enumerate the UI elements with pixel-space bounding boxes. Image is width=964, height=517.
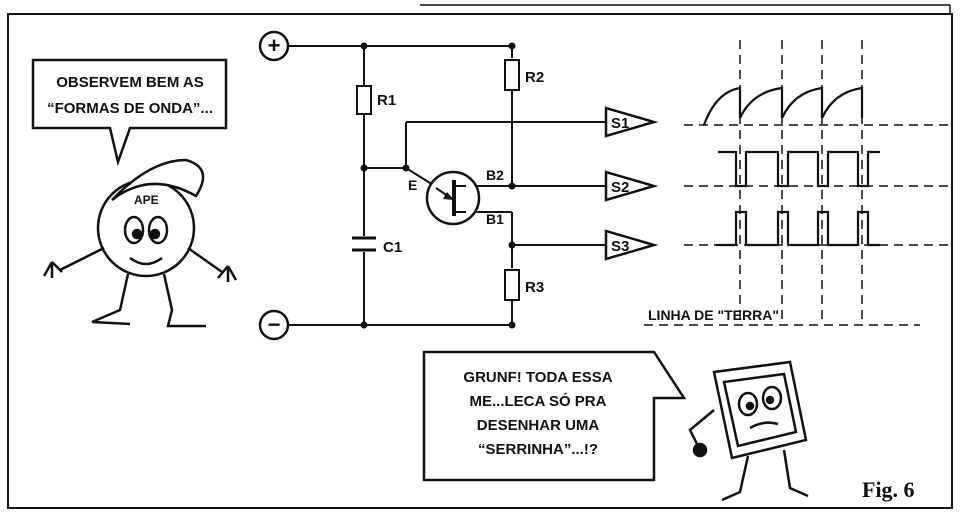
- ground-line-label: LINHA DE "TERRA": [648, 307, 779, 323]
- svg-text:−: −: [268, 312, 281, 337]
- waveform-s3-pulses: [716, 210, 880, 247]
- svg-text:R1: R1: [377, 92, 396, 109]
- svg-text:+: +: [268, 33, 281, 58]
- svg-text:B1: B1: [486, 211, 504, 227]
- mascot-cartoon-right: [688, 360, 809, 502]
- resistor-r3: R3: [504, 269, 544, 301]
- waveform-s2-pulses: [718, 150, 880, 188]
- timing-lines: [739, 40, 863, 320]
- wires: [288, 45, 606, 326]
- baselines: [644, 124, 952, 326]
- svg-text:R2: R2: [525, 69, 544, 86]
- waveform-area: LINHA DE "TERRA": [644, 40, 952, 326]
- output-s3: S3: [604, 229, 659, 261]
- svg-text:APE: APE: [134, 193, 159, 207]
- svg-text:“SERRINHA”...!?: “SERRINHA”...!?: [478, 441, 598, 458]
- svg-text:“FORMAS DE ONDA”...: “FORMAS DE ONDA”...: [47, 100, 213, 117]
- ujt-transistor: E B2 B1: [408, 167, 504, 227]
- svg-text:DESENHAR UMA: DESENHAR UMA: [477, 417, 600, 434]
- output-s1: S1: [604, 106, 659, 138]
- plus-terminal: +: [258, 30, 290, 62]
- svg-text:B2: B2: [486, 167, 504, 183]
- svg-text:ME...LECA SÓ PRA: ME...LECA SÓ PRA: [470, 392, 607, 410]
- resistor-r2: R2: [504, 59, 544, 91]
- svg-text:S1: S1: [611, 115, 629, 132]
- resistor-r1: R1: [356, 85, 396, 115]
- capacitor-c1: C1: [352, 236, 402, 256]
- svg-text:S3: S3: [611, 238, 629, 255]
- svg-text:OBSERVEM BEM AS: OBSERVEM BEM AS: [56, 74, 204, 91]
- svg-text:R3: R3: [525, 279, 544, 296]
- junction-dots: [360, 42, 516, 329]
- output-s2: S2: [604, 170, 659, 202]
- figure-label: Fig. 6: [862, 477, 915, 502]
- svg-text:C1: C1: [383, 239, 402, 256]
- svg-text:S2: S2: [611, 179, 629, 196]
- minus-terminal: −: [258, 309, 290, 341]
- figure-frame: [7, 13, 953, 509]
- svg-text:GRUNF! TODA ESSA: GRUNF! TODA ESSA: [463, 369, 612, 386]
- mascot-cartoon-left: APE: [42, 158, 238, 328]
- waveform-s1-sawtooth: [702, 86, 864, 126]
- speech-bubble-right: GRUNF! TODA ESSA ME...LECA SÓ PRA DESENH…: [422, 350, 687, 482]
- speech-bubble-left: OBSERVEM BEM AS “FORMAS DE ONDA”...: [31, 58, 228, 167]
- svg-text:E: E: [408, 177, 417, 193]
